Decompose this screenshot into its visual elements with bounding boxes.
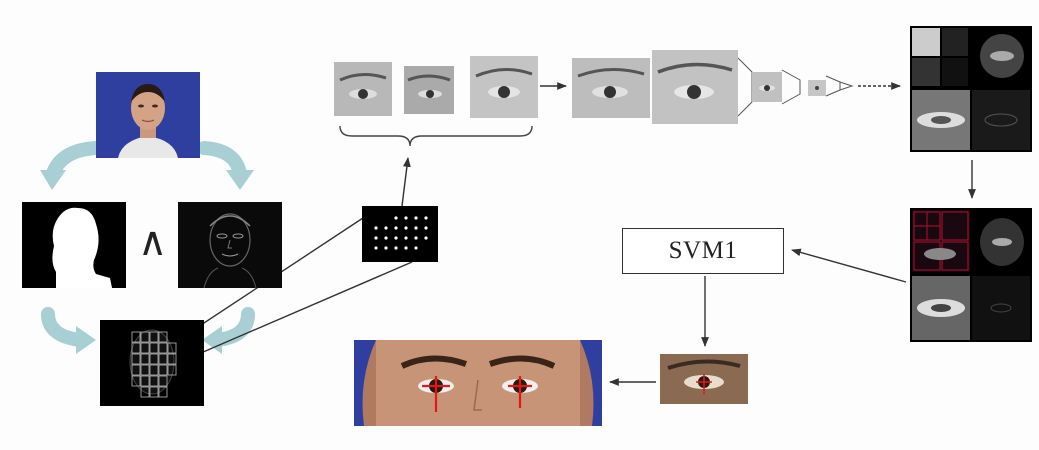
curly-brace: [340, 126, 532, 146]
eye-patch-3: [470, 56, 538, 118]
curved-arrow-top-right: [204, 148, 254, 190]
svm-label: SVM1: [669, 237, 738, 265]
arrow-to-svm: [792, 250, 906, 282]
curved-arrow-bottom-right: [202, 314, 248, 354]
and-symbol: ∧: [138, 222, 167, 262]
pyramid-level-2: [652, 50, 738, 124]
face-edge-map: [178, 202, 282, 288]
eye-patch-2: [404, 66, 454, 114]
arrow-template-to-patches: [402, 158, 408, 206]
pyramid-level-3: [752, 72, 782, 102]
eye-patch-1: [334, 62, 392, 116]
curved-arrow-top-left: [40, 148, 96, 190]
dot-template: [362, 206, 438, 262]
pyramid-level-1: [572, 58, 650, 118]
wavelet-decomposition-1: [910, 26, 1032, 152]
curved-arrow-bottom-left: [48, 314, 96, 354]
face-grid-candidates: [100, 320, 204, 406]
eye-crop: [660, 354, 748, 404]
eyes-result-photo: [354, 340, 602, 426]
pyramid-level-4: [808, 80, 826, 96]
svm-classifier-box: SVM1: [622, 228, 784, 274]
portrait-photo: [96, 72, 200, 158]
wavelet-decomposition-2: [910, 208, 1032, 342]
face-silhouette-mask: [22, 202, 126, 288]
